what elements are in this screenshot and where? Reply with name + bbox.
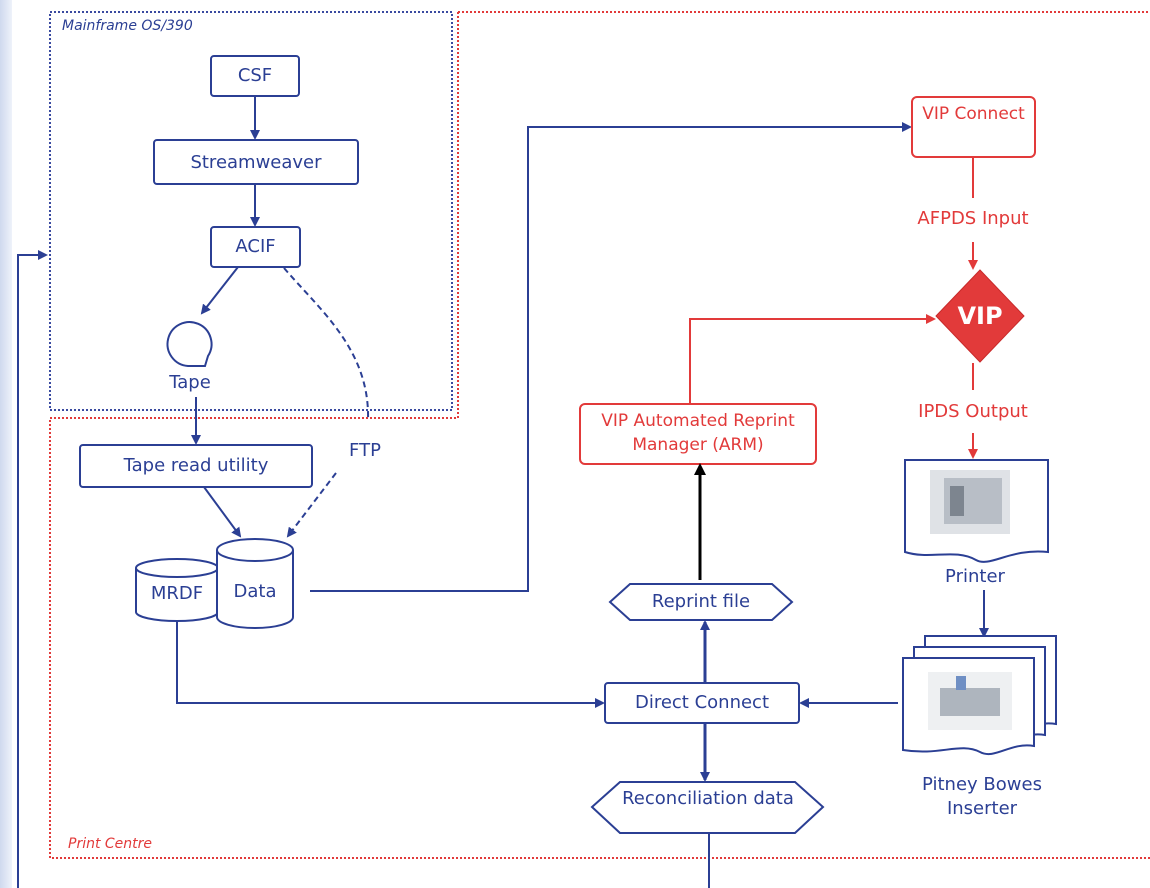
- csf-label: CSF: [237, 65, 273, 86]
- ipds-output-label: IPDS Output: [918, 401, 1028, 422]
- reconciliation-label: Reconciliation data: [622, 788, 794, 809]
- print-centre-zone: [49, 11, 1150, 859]
- tape-read-utility-label: Tape read utility: [123, 455, 269, 476]
- vip-diamond-icon: [935, 269, 1025, 363]
- printer-label: Printer: [945, 566, 1005, 587]
- acif-label: ACIF: [235, 236, 276, 257]
- tape-reel-icon: [166, 321, 213, 367]
- reconciliation-shape[interactable]: [590, 781, 825, 834]
- afpds-input-label: AFPDS Input: [917, 208, 1029, 229]
- acif-box[interactable]: [210, 226, 301, 268]
- inserter-label: Pitney Bowes Inserter: [922, 774, 1042, 819]
- left-edge-band: [0, 0, 12, 888]
- data-label: Data: [233, 581, 277, 602]
- data-database-icon[interactable]: [216, 538, 294, 629]
- vip-connect-label: VIP Connect: [922, 104, 1025, 124]
- mainframe-zone: [49, 11, 453, 411]
- reprint-file-shape[interactable]: [608, 583, 794, 621]
- arm-label: VIP Automated Reprint Manager (ARM): [601, 411, 795, 455]
- ftp-link: [283, 267, 370, 421]
- inserter-documents-icon[interactable]: [902, 635, 1057, 756]
- tape-read-utility-box[interactable]: [79, 444, 313, 488]
- print-centre-zone-label: Print Centre: [68, 836, 153, 852]
- mainframe-zone-label: Mainframe OS/390: [62, 18, 193, 34]
- tape-label: Tape: [169, 372, 211, 393]
- mrdf-label: MRDF: [150, 583, 204, 604]
- printer-document-icon[interactable]: [904, 459, 1049, 563]
- vip-logo-text: VIP: [957, 302, 1003, 330]
- ftp-label: FTP: [349, 440, 381, 461]
- direct-connect-label: Direct Connect: [634, 692, 770, 713]
- reprint-file-label: Reprint file: [651, 591, 751, 612]
- streamweaver-label: Streamweaver: [190, 152, 322, 173]
